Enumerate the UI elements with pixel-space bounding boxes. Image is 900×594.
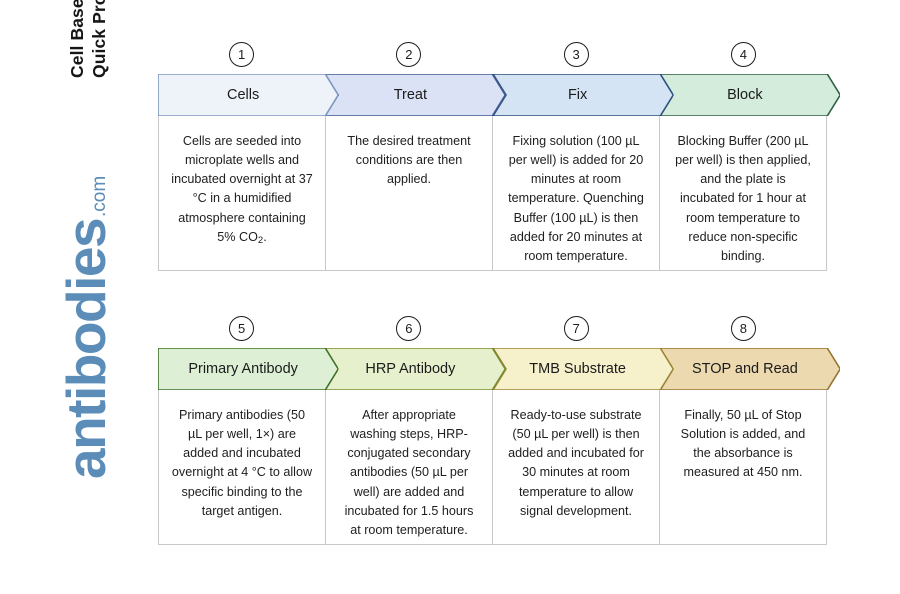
step-number-slot: 5 xyxy=(158,308,325,348)
step-body-2: The desired treatment conditions are the… xyxy=(326,116,493,270)
step-header-shape xyxy=(492,74,673,116)
step-header-7[interactable]: TMB Substrate xyxy=(492,348,673,390)
step-number-badge: 1 xyxy=(229,41,255,67)
step-header-shape xyxy=(659,74,840,116)
step-number-badge: 5 xyxy=(229,315,255,341)
step-header-label: Primary Antibody xyxy=(188,361,298,377)
brand-logo-tld: .com xyxy=(89,175,110,217)
step-header-2[interactable]: Treat xyxy=(325,74,506,116)
step-header-shape xyxy=(659,348,840,390)
step-number-slot: 4 xyxy=(660,34,827,74)
step-header-label: TMB Substrate xyxy=(529,361,626,377)
step-number-slot: 1 xyxy=(158,34,325,74)
step-header-1[interactable]: Cells xyxy=(158,74,339,116)
step-body-4: Blocking Buffer (200 µL per well) is the… xyxy=(660,116,826,270)
step-number-badge: 4 xyxy=(730,41,756,67)
step-header-track: Cells Treat Fix Block xyxy=(158,74,840,116)
step-body-text: Ready-to-use substrate (50 µL per well) … xyxy=(508,408,644,518)
step-body-track: Cells are seeded into microplate wells a… xyxy=(158,116,827,271)
step-header-6[interactable]: HRP Antibody xyxy=(325,348,506,390)
step-header-shape xyxy=(158,74,339,116)
page-title-text: Cell Based ELISA Kits Quick Protocol xyxy=(66,0,109,78)
step-body-text: Finally, 50 µL of Stop Solution is added… xyxy=(680,408,806,480)
step-header-label: Block xyxy=(727,87,763,103)
step-number-badge: 2 xyxy=(396,41,422,67)
step-body-text: After appropriate washing steps, HRP-con… xyxy=(344,408,474,537)
step-header-shape xyxy=(325,74,506,116)
step-body-8: Finally, 50 µL of Stop Solution is added… xyxy=(660,390,826,544)
step-header-label: STOP and Read xyxy=(691,361,798,377)
step-number-slot: 2 xyxy=(325,34,492,74)
step-header-shape xyxy=(325,348,506,390)
step-number-badge: 6 xyxy=(396,315,422,341)
step-number-slot: 3 xyxy=(493,34,660,74)
step-number-slot: 8 xyxy=(660,308,827,348)
step-number-track: 5 6 7 8 xyxy=(158,308,827,348)
step-body-6: After appropriate washing steps, HRP-con… xyxy=(326,390,493,544)
step-number-track: 1 2 3 4 xyxy=(158,34,827,74)
step-body-7: Ready-to-use substrate (50 µL per well) … xyxy=(493,390,660,544)
step-header-shape xyxy=(158,348,339,390)
step-number-slot: 6 xyxy=(325,308,492,348)
step-header-track: Primary Antibody HRP Antibody TMB Substrat… xyxy=(158,348,840,390)
step-body-text: Fixing solution (100 µL per well) is add… xyxy=(508,134,644,263)
step-header-label: Fix xyxy=(567,87,588,103)
page-title: Cell Based ELISA Kits Quick Protocol xyxy=(60,0,116,78)
step-header-shape xyxy=(492,348,673,390)
brand-logo: antibodies .com xyxy=(55,176,147,479)
step-header-4[interactable]: Block xyxy=(659,74,840,116)
step-body-text: Cells are seeded into microplate wells a… xyxy=(171,134,313,246)
step-body-1: Cells are seeded into microplate wells a… xyxy=(159,116,326,270)
step-body-text: Primary antibodies (50 µL per well, 1×) … xyxy=(171,408,313,518)
brand-logo-word: antibodies xyxy=(55,218,117,479)
step-body-text: Blocking Buffer (200 µL per well) is the… xyxy=(675,134,811,263)
step-body-3: Fixing solution (100 µL per well) is add… xyxy=(493,116,660,270)
step-number-badge: 8 xyxy=(730,315,756,341)
step-number-badge: 7 xyxy=(563,315,589,341)
step-body-track: Primary antibodies (50 µL per well, 1×) … xyxy=(158,390,827,545)
step-number-slot: 7 xyxy=(493,308,660,348)
step-header-label: HRP Antibody xyxy=(365,361,456,377)
step-header-5[interactable]: Primary Antibody xyxy=(158,348,339,390)
step-header-3[interactable]: Fix xyxy=(492,74,673,116)
step-header-8[interactable]: STOP and Read xyxy=(659,348,840,390)
step-body-text: The desired treatment conditions are the… xyxy=(347,134,471,187)
step-body-5: Primary antibodies (50 µL per well, 1×) … xyxy=(159,390,326,544)
step-header-label: Cells xyxy=(227,87,260,103)
step-header-label: Treat xyxy=(393,87,428,103)
step-number-badge: 3 xyxy=(563,41,589,67)
